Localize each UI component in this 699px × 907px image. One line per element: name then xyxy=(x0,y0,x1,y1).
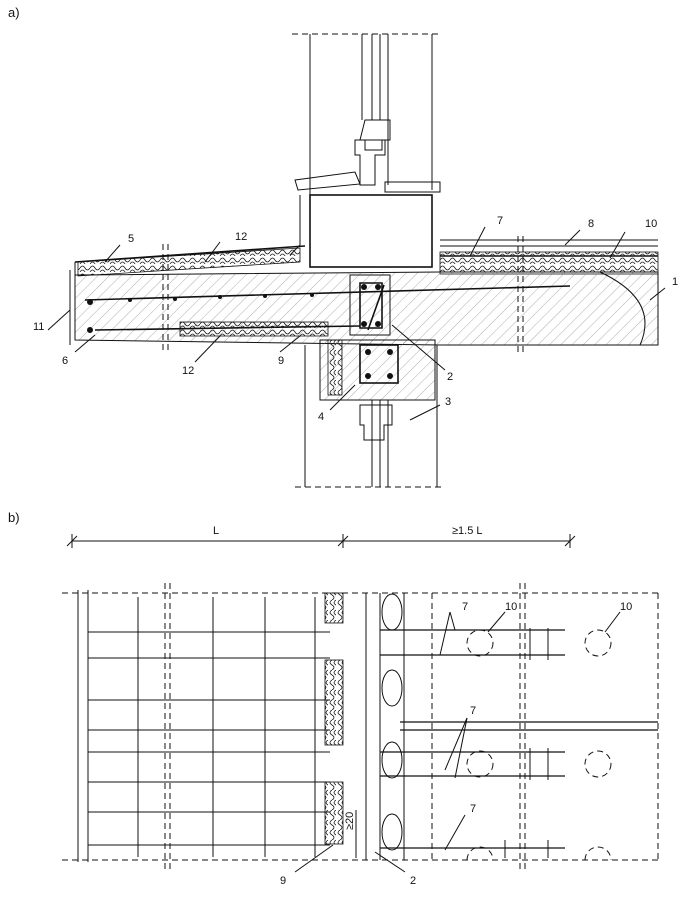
label-b-10-left: 10 xyxy=(505,601,517,613)
label-1: 1 xyxy=(672,276,678,288)
label-12-bottom: 12 xyxy=(182,365,194,377)
label-b-7-bot: 7 xyxy=(470,803,476,815)
section-a-drawing: 5 12 7 8 10 1 11 6 9 12 2 4 3 xyxy=(33,33,678,488)
dim-1-5L: ≥1.5 L xyxy=(452,525,483,537)
label-4: 4 xyxy=(318,411,324,423)
label-8: 8 xyxy=(588,218,594,230)
label-b-2: 2 xyxy=(410,875,416,887)
section-b-label: b) xyxy=(8,510,20,525)
label-5: 5 xyxy=(128,233,134,245)
label-7: 7 xyxy=(497,215,503,227)
section-a-label: a) xyxy=(8,5,20,20)
label-b-7-top: 7 xyxy=(462,601,468,613)
dim-20: ≥20 xyxy=(344,812,356,830)
label-b-9: 9 xyxy=(280,875,286,887)
label-9: 9 xyxy=(278,355,284,367)
label-2: 2 xyxy=(447,371,453,383)
dim-L: L xyxy=(213,525,219,537)
label-b-7-mid: 7 xyxy=(470,705,476,717)
section-b-drawing: L ≥1.5 L xyxy=(62,525,659,887)
label-6: 6 xyxy=(62,355,68,367)
label-10: 10 xyxy=(645,218,657,230)
label-b-10-right: 10 xyxy=(620,601,632,613)
label-12-top: 12 xyxy=(235,231,247,243)
label-11: 11 xyxy=(33,321,44,333)
label-3: 3 xyxy=(445,396,451,408)
